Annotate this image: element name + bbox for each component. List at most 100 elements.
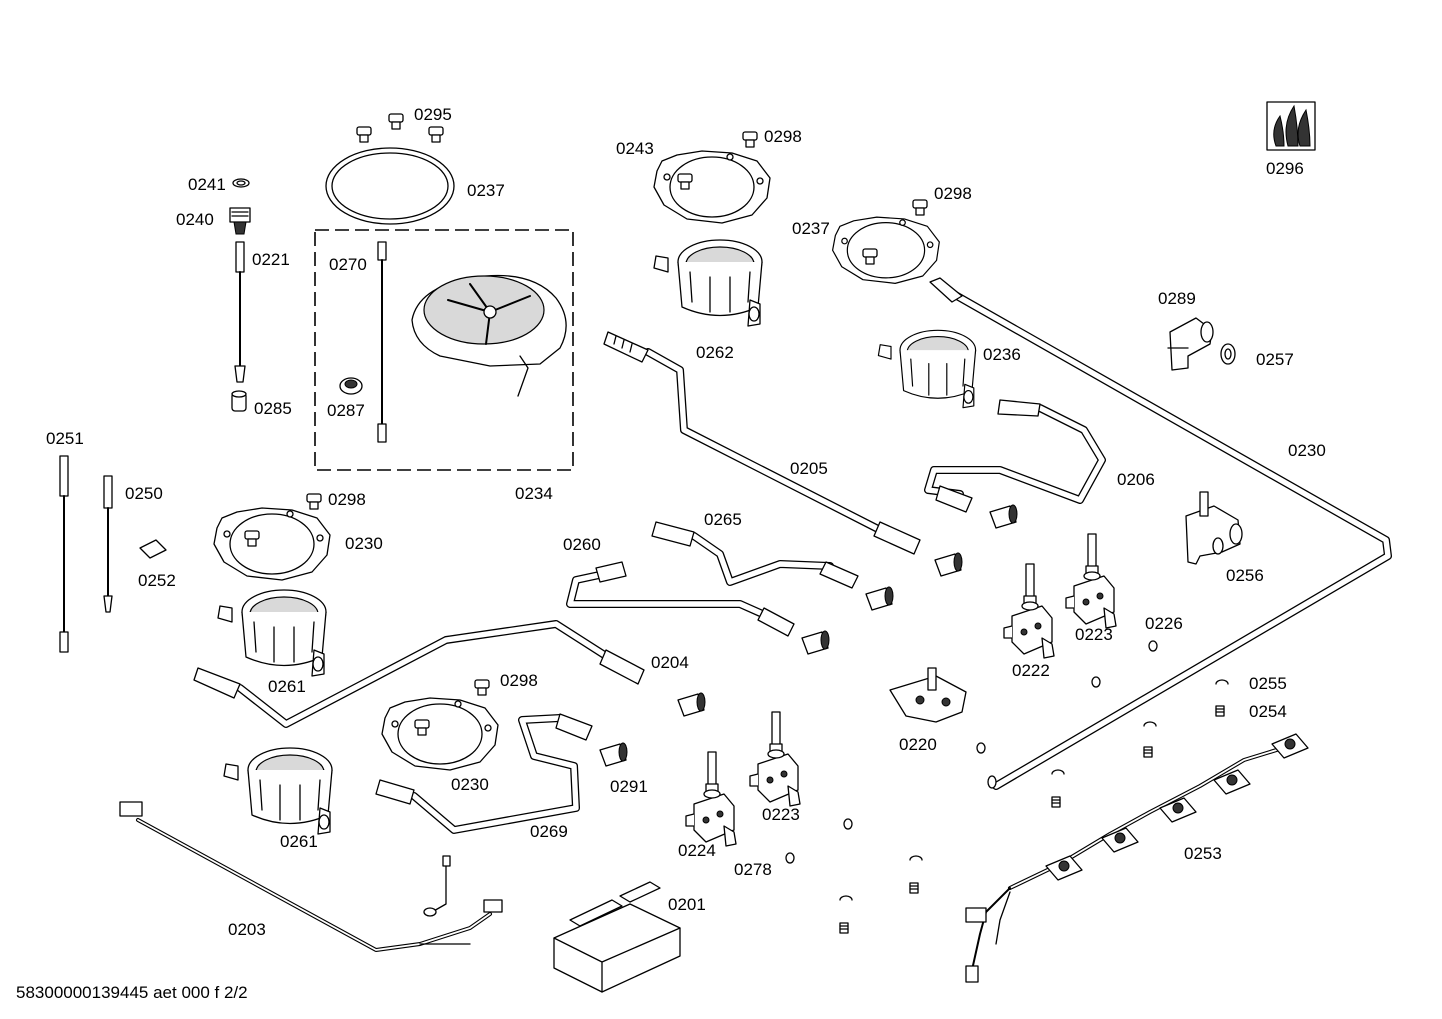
electrode-0251: [59, 455, 69, 653]
label-0223-upper: 0223: [1075, 625, 1113, 644]
label-0257: 0257: [1256, 350, 1294, 369]
valve-0220: [889, 667, 967, 723]
label-0269: 0269: [530, 822, 568, 841]
label-0270: 0270: [329, 255, 367, 274]
label-0287: 0287: [327, 401, 365, 420]
burner-0261-upper: [217, 589, 327, 677]
spring-0254: [839, 705, 1225, 934]
burner-0234: [411, 274, 567, 397]
thermocouple-0250: [103, 475, 113, 613]
valve-0223-lower: [749, 711, 801, 807]
label-0203: 0203: [228, 920, 266, 939]
label-0261-upper: 0261: [268, 677, 306, 696]
label-0262: 0262: [696, 343, 734, 362]
burner-0236: [877, 329, 977, 409]
label-0253: 0253: [1184, 844, 1222, 863]
label-0298-mid: 0298: [934, 184, 972, 203]
label-0241: 0241: [188, 175, 226, 194]
gas-pipe-0206: [924, 399, 1106, 513]
clip-0255: [839, 679, 1229, 901]
gasket-0230-left: [213, 507, 331, 581]
screw-0298-mid: [912, 199, 928, 216]
label-0220: 0220: [899, 735, 937, 754]
label-0285: 0285: [254, 399, 292, 418]
valve-0223-upper: [1065, 533, 1117, 629]
label-0237-right: 0237: [792, 219, 830, 238]
gasket-0237: [832, 216, 940, 284]
seal-0226: [976, 640, 1158, 754]
label-0298-top: 0298: [764, 127, 802, 146]
label-0236: 0236: [983, 345, 1021, 364]
label-0230-right: 0230: [1288, 441, 1326, 460]
label-0289: 0289: [1158, 289, 1196, 308]
seal-0278: [785, 818, 853, 864]
elbow-0289: [1167, 317, 1214, 371]
gas-pipe-0205: [603, 331, 921, 555]
label-0230-left: 0230: [345, 534, 383, 553]
label-0230-lower: 0230: [451, 775, 489, 794]
screw-0298-lower: [474, 679, 490, 696]
burner-0261-lower: [223, 747, 333, 835]
label-0226: 0226: [1145, 614, 1183, 633]
label-0240: 0240: [176, 210, 214, 229]
label-0260: 0260: [563, 535, 601, 554]
nut-0206: [989, 504, 1018, 529]
label-0221: 0221: [252, 250, 290, 269]
label-0261-lower: 0261: [280, 832, 318, 851]
label-0252: 0252: [138, 571, 176, 590]
nut-0265: [865, 586, 894, 611]
label-0298-left: 0298: [328, 490, 366, 509]
connector-0240: [229, 207, 251, 235]
label-0223-lower: 0223: [762, 805, 800, 824]
sleeve-0285: [231, 390, 247, 412]
gasket-0243: [653, 150, 771, 224]
label-0250: 0250: [125, 484, 163, 503]
ignition-harness-0253: [965, 733, 1309, 983]
document-id-footer: 58300000139445 aet 000 f 2/2: [16, 983, 248, 1002]
valve-0222: [1003, 563, 1055, 659]
screw-0298-left: [306, 493, 322, 510]
nut-0241: [232, 178, 250, 188]
label-0204: 0204: [651, 653, 689, 672]
label-0201: 0201: [668, 895, 706, 914]
gas-pipe-0265: [651, 521, 859, 589]
label-0265: 0265: [704, 510, 742, 529]
thermocouple-0221: [234, 241, 246, 383]
label-0291: 0291: [610, 777, 648, 796]
label-0298-lower: 0298: [500, 671, 538, 690]
assembly-box-0234: [314, 229, 574, 471]
valve-0224: [685, 751, 737, 847]
label-0295: 0295: [414, 105, 452, 124]
label-0206: 0206: [1117, 470, 1155, 489]
label-0255: 0255: [1249, 674, 1287, 693]
nut-0204: [677, 692, 706, 717]
fitting-0256: [1185, 491, 1243, 565]
nut-0260: [801, 630, 830, 655]
seal-ring-0237: [325, 147, 455, 225]
burner-0262: [653, 239, 763, 327]
label-0278: 0278: [734, 860, 772, 879]
label-0234: 0234: [515, 484, 553, 503]
gasket-0230-lower: [381, 697, 499, 771]
label-0251: 0251: [46, 429, 84, 448]
wire-harness-0203: [119, 801, 503, 952]
electrode-0270: [377, 241, 387, 443]
gas-pipe-0230: [929, 277, 1392, 790]
seal-0257: [1220, 343, 1236, 365]
label-0222: 0222: [1012, 661, 1050, 680]
nut-0291: [599, 742, 628, 767]
nut-0205: [934, 552, 963, 577]
screw-0298-top: [742, 131, 758, 148]
label-0296: 0296: [1266, 159, 1304, 178]
label-0243: 0243: [616, 139, 654, 158]
gas-pipe-0269: [375, 713, 593, 834]
label-0205: 0205: [790, 459, 828, 478]
gas-pipe-0260: [566, 561, 795, 637]
flame-logo-0296: [1266, 101, 1316, 151]
label-0254: 0254: [1249, 702, 1287, 721]
clip-0252: [139, 539, 167, 559]
label-0256: 0256: [1226, 566, 1264, 585]
label-0224: 0224: [678, 841, 716, 860]
gas-pipe-0204: [193, 620, 645, 728]
